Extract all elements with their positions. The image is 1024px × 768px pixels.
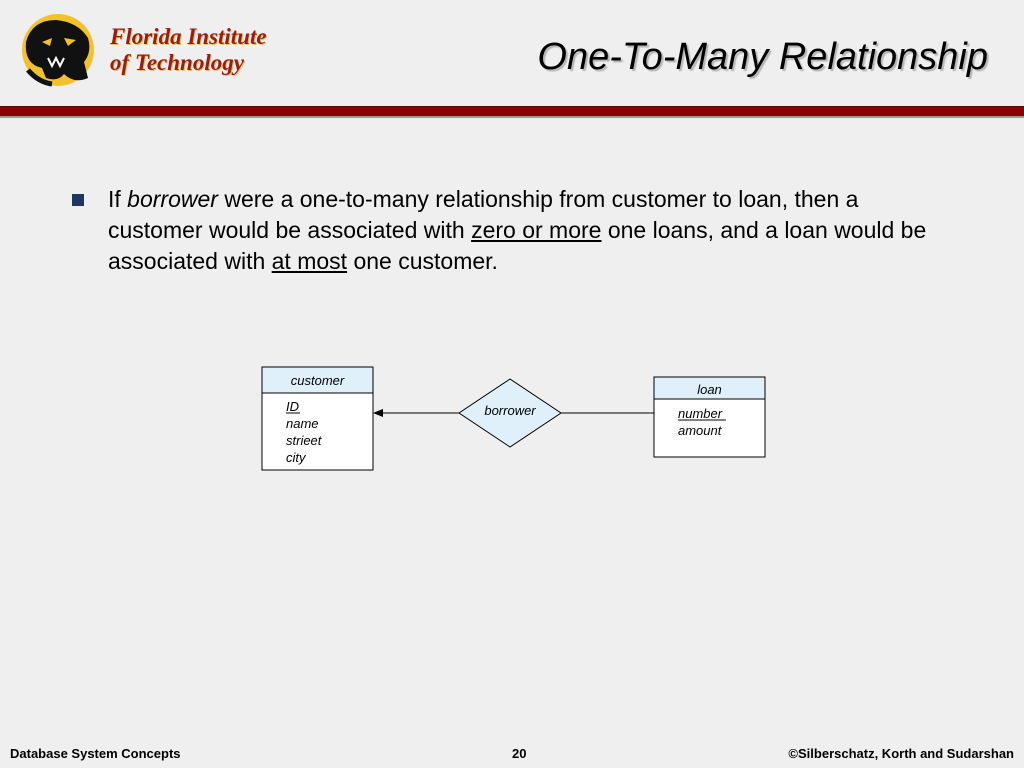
text-part: one customer.	[347, 248, 498, 274]
bullet-text: If borrower were a one-to-many relations…	[108, 184, 928, 277]
logo-text-line2: of Technology	[110, 50, 244, 75]
footer-book-title: Database System Concepts	[10, 746, 181, 761]
footer-copyright: ©Silberschatz, Korth and Sudarshan	[788, 746, 1014, 761]
slide-title: One-To-Many Relationship	[537, 36, 988, 78]
entity-customer-name: customer	[291, 373, 345, 388]
text-part: were a one-to-many relationship from cus…	[108, 186, 859, 243]
text-relationship-name: borrower	[127, 186, 218, 212]
square-bullet-icon	[72, 194, 84, 206]
text-part: one loans, and a loan would be associate…	[108, 217, 927, 274]
text-emphasis-zero-or-more: zero or more	[471, 217, 602, 243]
entity-customer: customer ID name strieet city	[261, 366, 374, 471]
title-divider	[0, 106, 1024, 118]
entity-loan: loan number amount	[653, 376, 766, 458]
relationship-name: borrower	[484, 403, 536, 418]
attribute-number: number	[678, 406, 723, 421]
relationship-diamond	[458, 378, 562, 448]
logo-text-line1: Florida Institute	[110, 24, 267, 49]
entity-customer-header	[261, 366, 374, 394]
relationship-borrower: borrower	[458, 378, 562, 448]
text-part: If	[108, 186, 128, 212]
institute-logo: Florida Institute of Technology	[18, 12, 267, 90]
footer-page-number: 20	[512, 746, 527, 761]
attribute-amount: amount	[678, 423, 723, 438]
attribute-street: strieet	[286, 433, 323, 448]
attribute-name: name	[286, 416, 319, 431]
entity-loan-name: loan	[697, 382, 722, 397]
text-emphasis-at-most: at most	[271, 248, 348, 274]
attribute-city: city	[286, 450, 307, 465]
panther-icon	[22, 14, 94, 87]
entity-loan-header	[653, 376, 766, 400]
attribute-id: ID	[286, 399, 299, 414]
